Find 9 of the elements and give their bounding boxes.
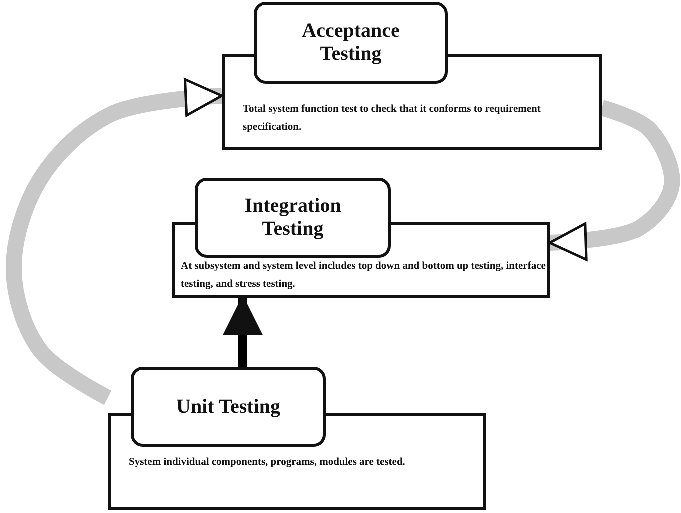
title-tab: Acceptance Testing: [254, 2, 448, 84]
description-text: Total system function test to check that it conforms to requirement specification.: [243, 103, 542, 136]
title-tab: Unit Testing: [131, 367, 326, 447]
title-tab: Integration Testing: [195, 178, 391, 258]
description-text: At subsystem and system level includes top down and bottom up testing, interface testing, and stress testing.: [181, 260, 546, 292]
description-text: System individual components, programs, modules are tested.: [129, 456, 406, 470]
curved-arrow: [548, 100, 680, 261]
curved-arrow: [6, 78, 224, 406]
block-arrow: [224, 296, 262, 367]
